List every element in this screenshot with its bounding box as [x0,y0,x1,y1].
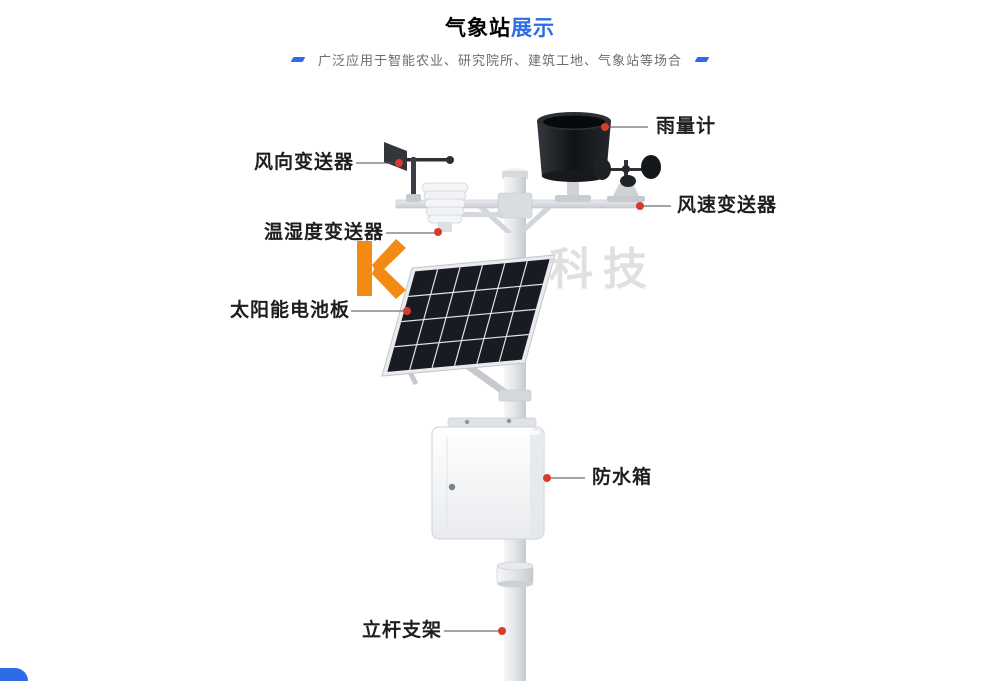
label-wind-direction: 风向变送器 [254,152,355,173]
label-rain-gauge: 雨量计 [656,116,717,137]
label-pole: 立杆支架 [362,620,443,641]
callout-dot-wind-speed [636,202,644,210]
anemometer-graphic [593,155,661,202]
page-title-primary: 气象站 [445,17,511,40]
label-temp-humidity: 温湿度变送器 [264,222,385,243]
corner-decoration [0,668,28,681]
callout-lines [351,126,671,632]
callout-dots [395,123,644,635]
radiation-shield-graphic [421,182,504,232]
callout-dot-waterproof-box [543,474,551,482]
watermark-logo-icon [357,239,406,299]
callout-dot-solar-panel [403,307,411,315]
pole-coupling-graphic [496,561,534,588]
page-title-accent: 展示 [511,17,555,40]
label-solar-panel: 太阳能电池板 [230,300,351,321]
callout-dot-temp-humidity [434,228,442,236]
page-subtitle-row: 广泛应用于智能农业、研究院所、建筑工地、气象站等场合 [0,50,1000,69]
waterproof-box-graphic [431,417,545,540]
callout-dot-wind-direction [395,159,403,167]
page-subtitle: 广泛应用于智能农业、研究院所、建筑工地、气象站等场合 [317,53,682,68]
callout-dot-pole [498,627,506,635]
label-waterproof-box: 防水箱 [592,467,653,488]
box-lock-icon [448,483,456,491]
rain-gauge-graphic [537,112,611,202]
page-title: 气象站展示 [0,12,1000,42]
label-wind-speed: 风速变送器 [677,195,778,216]
watermark-text: 科技 [549,245,657,294]
solar-panel-graphic [382,255,555,376]
callout-dot-rain-gauge [601,123,609,131]
